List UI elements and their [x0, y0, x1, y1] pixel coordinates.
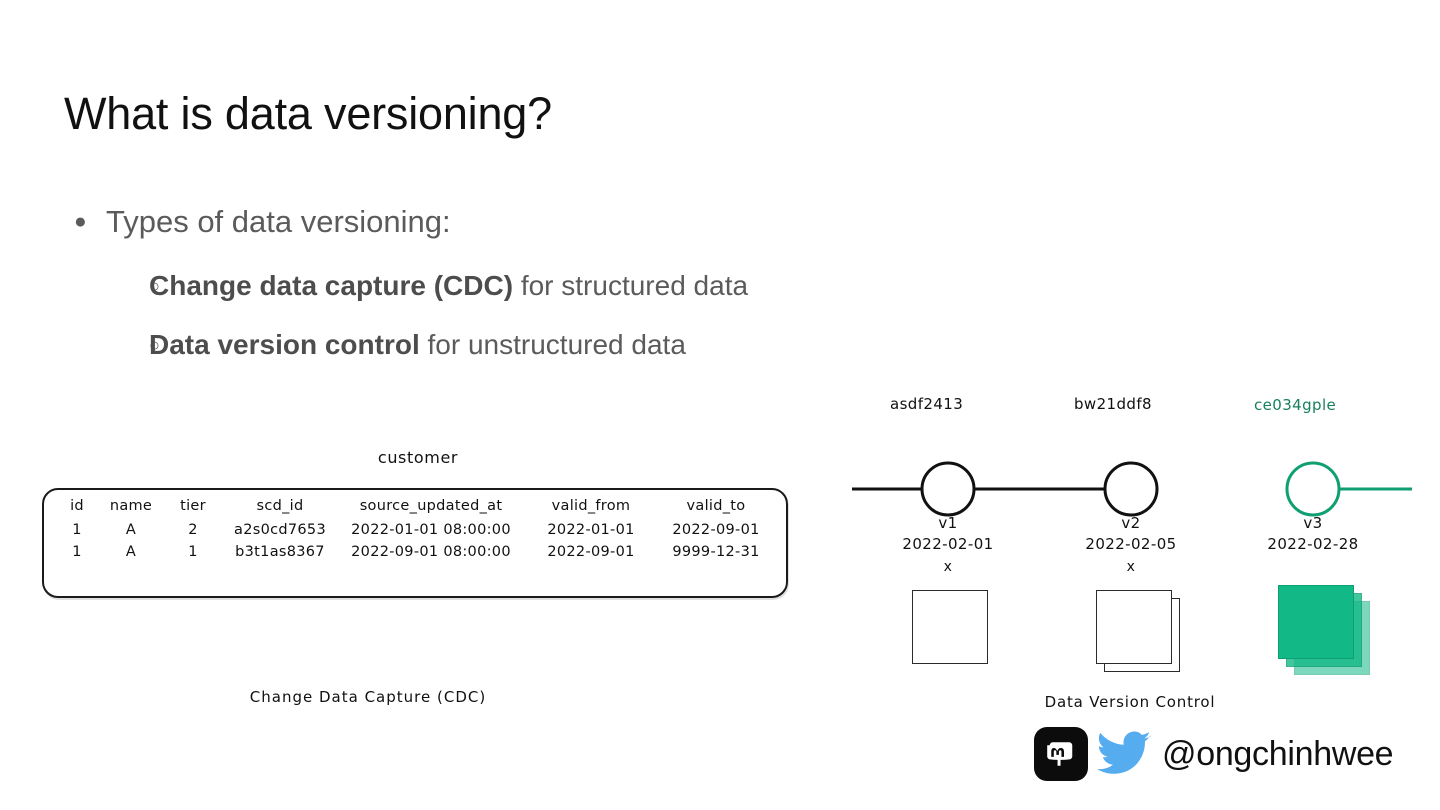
commit-node-v2[interactable] [1103, 461, 1159, 517]
file-stack-v1 [912, 590, 1004, 680]
dvc-caption: Data Version Control [1044, 693, 1216, 711]
social-handle-text: @ongchinhwee [1162, 734, 1394, 773]
commit-date-v1: 2022-02-01 [902, 535, 994, 553]
commit-meta-v3: v3 2022-02-28 [1233, 513, 1393, 557]
table-row: 1 A 1 b3t1as8367 2022-09-01 08:00:00 202… [54, 541, 776, 563]
cell-scd-id: b3t1as8367 [235, 544, 325, 560]
column-header-name: name [109, 498, 153, 514]
cell-valid-to: 9999-12-31 [672, 544, 760, 560]
bullet-cdc-rest: for structured data [513, 270, 749, 301]
table-header-row: id name tier scd_id source_updated_at va… [54, 492, 776, 519]
column-header-scd-id: scd_id [256, 498, 304, 514]
commit-hash-v1: asdf2413 [890, 395, 964, 413]
cell-id: 1 [72, 522, 82, 538]
commit-graph [852, 461, 1412, 517]
bullet-dvc-bold: Data version control [149, 329, 420, 360]
bullet-marker-filled: ● [74, 210, 87, 233]
commit-node-v1[interactable] [920, 461, 976, 517]
cdc-table-name: customer [377, 448, 459, 467]
commit-meta-v1: v1 2022-02-01 x [868, 513, 1028, 578]
commit-meta-v2: v2 2022-02-05 x [1051, 513, 1211, 578]
column-header-id: id [70, 498, 84, 514]
bullet-list: ● Types of data versioning: ○ Change dat… [64, 196, 1224, 366]
file-sheet [912, 590, 988, 664]
cdc-caption: Change Data Capture (CDC) [249, 688, 487, 706]
bullet-level2-cdc-text: Change data capture (CDC) for structured… [149, 265, 748, 307]
commit-node-v3[interactable] [1285, 461, 1341, 517]
column-header-valid-from: valid_from [551, 498, 631, 514]
cell-tier: 1 [188, 544, 198, 560]
cell-scd-id: a2s0cd7653 [234, 522, 326, 538]
file-sheet [1278, 585, 1354, 659]
twitter-icon[interactable] [1096, 729, 1156, 779]
bullet-level1-text: Types of data versioning: [106, 204, 451, 239]
bullet-marker-hollow: ○ [149, 276, 160, 296]
bullet-cdc-bold: Change data capture (CDC) [149, 270, 514, 301]
commit-hash-v3: ce034gple [1254, 396, 1337, 414]
page-title: What is data versioning? [64, 88, 552, 139]
commit-date-v3: 2022-02-28 [1267, 535, 1359, 553]
commit-xmark-v1: x [943, 559, 953, 575]
bullet-level2-dvc-text: Data version control for unstructured da… [149, 324, 686, 366]
table-row: 1 A 2 a2s0cd7653 2022-01-01 08:00:00 202… [54, 519, 776, 541]
commit-date-v2: 2022-02-05 [1085, 535, 1177, 553]
cell-valid-to: 2022-09-01 [672, 522, 760, 538]
cell-source-updated-at: 2022-01-01 08:00:00 [351, 522, 511, 538]
cell-id: 1 [72, 544, 82, 560]
file-stack-v3 [1278, 585, 1378, 680]
cell-name: A [125, 522, 137, 538]
commit-hash-v2: bw21ddf8 [1074, 395, 1152, 413]
dvc-diagram: asdf2413 bw21ddf8 ce034gple v1 2022-02-0… [840, 385, 1420, 720]
cdc-diagram: customer id name tier scd_id source_upda… [38, 440, 798, 720]
commit-xmark-v2: x [1126, 559, 1136, 575]
bullet-dvc-rest: for unstructured data [419, 329, 686, 360]
bullet-level1: ● Types of data versioning: [64, 196, 1224, 248]
file-sheet [1096, 590, 1172, 664]
cdc-table-border [42, 488, 788, 598]
cell-name: A [125, 544, 137, 560]
social-handle-group: @ongchinhwee [1034, 727, 1394, 781]
column-header-source-updated-at: source_updated_at [359, 498, 503, 514]
cell-tier: 2 [188, 522, 198, 538]
bullet-marker-hollow: ○ [149, 335, 160, 355]
cell-valid-from: 2022-09-01 [547, 544, 635, 560]
commit-version-v2: v2 [1121, 514, 1141, 532]
file-stack-v2 [1096, 590, 1188, 680]
commit-version-v3: v3 [1303, 514, 1323, 532]
column-header-valid-to: valid_to [686, 498, 746, 514]
cell-valid-from: 2022-01-01 [547, 522, 635, 538]
mastodon-icon[interactable] [1034, 727, 1088, 781]
cell-source-updated-at: 2022-09-01 08:00:00 [351, 544, 511, 560]
cdc-table: id name tier scd_id source_updated_at va… [54, 492, 776, 563]
bullet-level2-cdc: ○ Change data capture (CDC) for structur… [64, 265, 1224, 307]
column-header-tier: tier [180, 498, 206, 514]
commit-version-v1: v1 [938, 514, 958, 532]
bullet-level2-dvc: ○ Data version control for unstructured … [64, 324, 1224, 366]
